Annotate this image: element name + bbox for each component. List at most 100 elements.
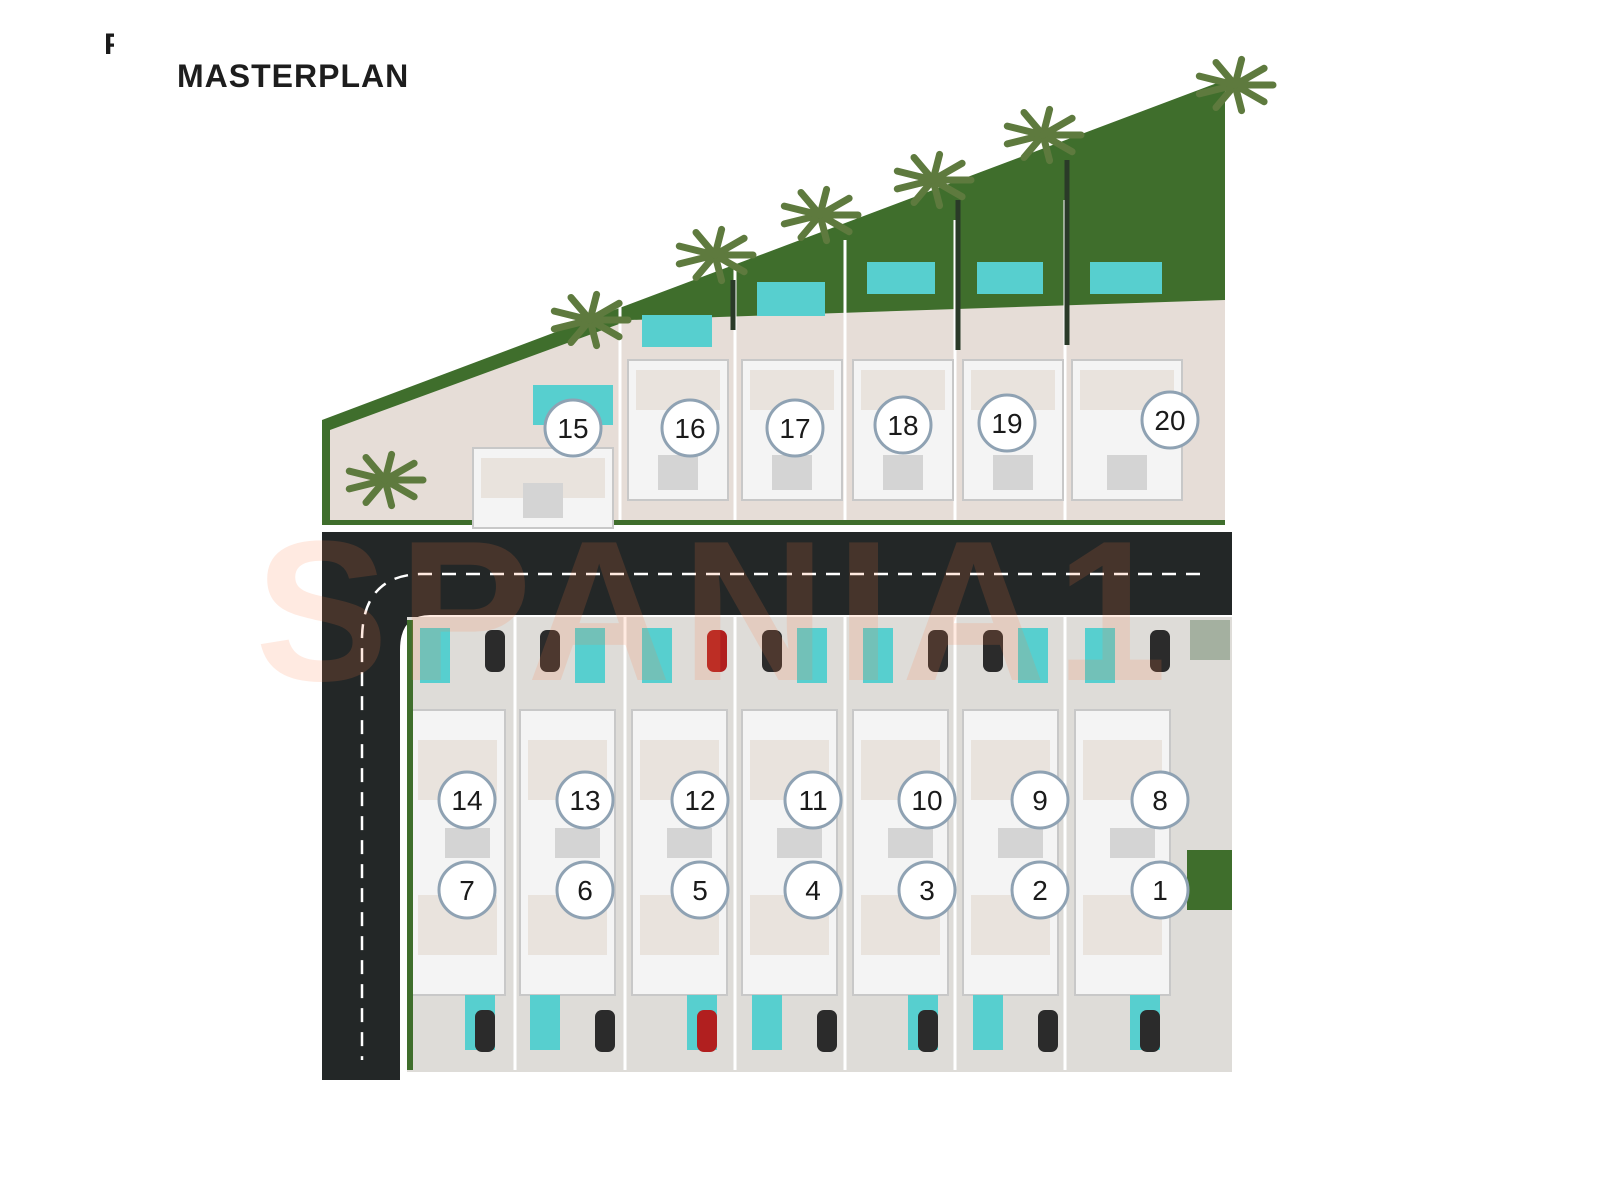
palm-frond <box>711 251 748 276</box>
grass-corner <box>1190 620 1230 660</box>
plot-number: 5 <box>692 875 708 906</box>
palm-frond <box>1231 81 1268 106</box>
car-icon <box>697 1010 717 1052</box>
house-skylight <box>1107 455 1147 490</box>
plot-number: 20 <box>1154 405 1185 436</box>
plot-number: 9 <box>1032 785 1048 816</box>
pool <box>420 628 450 683</box>
house-skylight <box>658 455 698 490</box>
pool <box>977 262 1043 294</box>
pool <box>867 262 935 294</box>
plot-number: 18 <box>887 410 918 441</box>
plot-marker-6: 6 <box>555 860 615 920</box>
stray-letter: P <box>104 30 114 60</box>
palm-frond <box>567 293 594 324</box>
palm-frond <box>1195 72 1239 89</box>
plot-marker-7: 7 <box>437 860 497 920</box>
plot-marker-5: 5 <box>670 860 730 920</box>
plot-marker-18: 18 <box>873 395 933 455</box>
plot-number: 7 <box>459 875 475 906</box>
palm-frond <box>381 476 396 510</box>
car-icon <box>928 630 948 672</box>
palm-frond <box>929 176 966 201</box>
palm-frond <box>381 459 418 484</box>
grass-area-east <box>1187 850 1232 910</box>
plot-number: 16 <box>674 413 705 444</box>
palm-frond <box>910 153 937 184</box>
plot-marker-16: 16 <box>660 398 720 458</box>
plot-marker-20: 20 <box>1140 390 1200 450</box>
plot-marker-15: 15 <box>543 398 603 458</box>
pool <box>642 628 672 683</box>
house-skylight <box>523 483 563 518</box>
plot-marker-circle <box>897 770 957 830</box>
pool <box>757 282 825 316</box>
palm-tree-icon <box>345 450 427 510</box>
plot-marker-circle <box>543 398 603 458</box>
palm-frond <box>929 176 944 210</box>
plot-marker-2: 2 <box>1010 860 1070 920</box>
plot-marker-circle <box>555 770 615 830</box>
palm-tree-icon <box>780 185 862 245</box>
plot-number: 19 <box>991 408 1022 439</box>
car-icon <box>983 630 1003 672</box>
plot-marker-17: 17 <box>765 398 825 458</box>
car-icon <box>762 630 782 672</box>
palm-frond <box>893 167 937 184</box>
palm-frond <box>586 316 601 350</box>
palm-frond <box>586 316 623 341</box>
plot-marker-circle <box>977 393 1037 453</box>
plot-marker-circle <box>555 860 615 920</box>
plot-number: 3 <box>919 875 935 906</box>
house-skylight <box>888 828 933 858</box>
palm-tree-icon <box>675 225 757 285</box>
watermark: SPANIA1 <box>255 500 1177 723</box>
pool <box>530 995 560 1050</box>
plot-number: 11 <box>798 785 827 816</box>
plot-marker-9: 9 <box>1010 770 1070 830</box>
plot-number: 15 <box>557 413 588 444</box>
plot-number: 1 <box>1152 875 1168 906</box>
plot-marker-circle <box>765 398 825 458</box>
palm-frond <box>550 307 594 324</box>
grass-edge <box>407 620 413 1070</box>
plot-number: 17 <box>779 413 810 444</box>
plot-number: 2 <box>1032 875 1048 906</box>
car-icon <box>707 630 727 672</box>
pool <box>973 995 1003 1050</box>
palm-frond <box>1231 64 1268 89</box>
plot-marker-circle <box>1010 860 1070 920</box>
house-skylight <box>667 828 712 858</box>
car-icon <box>918 1010 938 1052</box>
house-skylight <box>1110 828 1155 858</box>
plot-marker-13: 13 <box>555 770 615 830</box>
plot-marker-circle <box>1130 860 1190 920</box>
palm-frond <box>362 453 389 484</box>
house-skylight <box>993 455 1033 490</box>
plot-number: 12 <box>684 785 715 816</box>
plot-marker-circle <box>670 860 730 920</box>
plot-number: 6 <box>577 875 593 906</box>
plot-number: 4 <box>805 875 821 906</box>
palm-frond <box>692 228 719 259</box>
plot-marker-circle <box>1130 770 1190 830</box>
pool <box>1018 628 1048 683</box>
palm-frond <box>780 202 824 219</box>
house-skylight <box>772 455 812 490</box>
palm-frond <box>675 242 719 259</box>
palm-tree-icon <box>893 150 975 210</box>
palm-frond <box>1039 114 1076 139</box>
palm-frond <box>1003 122 1047 139</box>
house-skylight <box>445 828 490 858</box>
road <box>322 532 1232 1080</box>
car-icon <box>485 630 505 672</box>
plot-marker-8: 8 <box>1130 770 1190 830</box>
plot-marker-3: 3 <box>897 860 957 920</box>
palm-tree-icon <box>550 290 632 350</box>
palm-frond <box>1039 131 1054 165</box>
road-centre-line <box>360 572 1200 1060</box>
car-icon <box>540 630 560 672</box>
car-icon <box>595 1010 615 1052</box>
house-skylight <box>555 828 600 858</box>
